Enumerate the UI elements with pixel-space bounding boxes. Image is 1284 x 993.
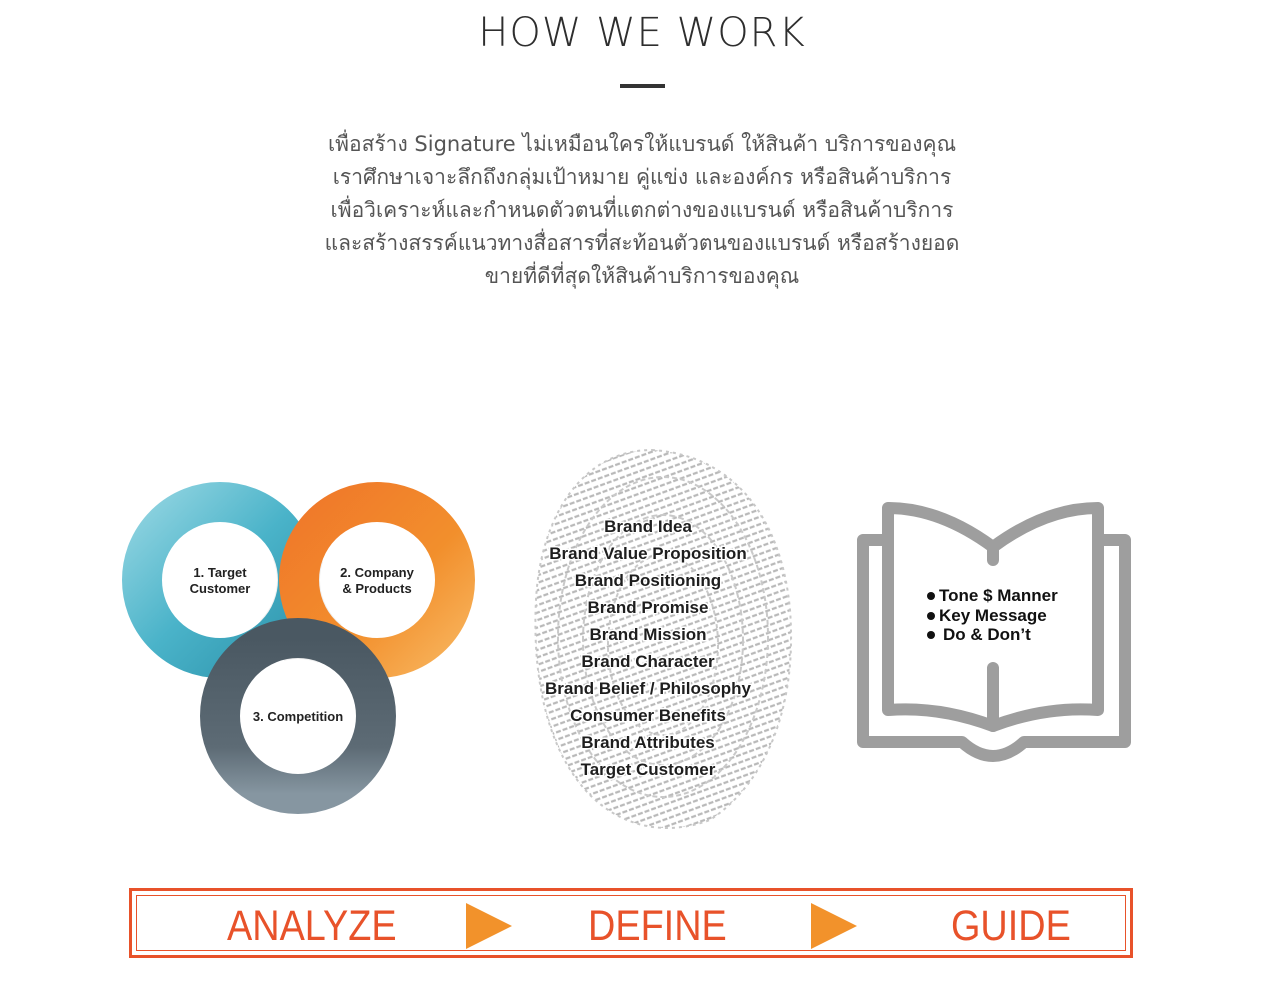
define-item: Brand Belief / Philosophy (545, 679, 751, 698)
guide-item: Do & Don’t (943, 625, 1031, 644)
title-divider (620, 84, 665, 88)
define-item: Brand Value Proposition (549, 544, 746, 563)
define-item: Brand Character (581, 652, 715, 671)
arrow-right-icon (466, 903, 512, 949)
define-item: Brand Attributes (581, 733, 715, 752)
ring-competition (200, 618, 396, 814)
step-guide: GUIDE (951, 902, 1071, 950)
ring-label: 2. Company (340, 565, 414, 580)
define-item: Brand Idea (604, 517, 692, 536)
arrow-right-icon (811, 903, 857, 949)
bullet-dot (927, 592, 935, 600)
define-item: Target Customer (581, 760, 716, 779)
define-item: Brand Mission (589, 625, 706, 644)
analyze-rings: 1. Target Customer 2. Company & Products… (122, 482, 475, 814)
ring-inner-competition (241, 659, 355, 773)
define-item: Consumer Benefits (570, 706, 726, 725)
define-item: Brand Promise (588, 598, 709, 617)
step-define: DEFINE (588, 902, 727, 950)
ring-company-products (279, 482, 475, 678)
guide-item: Key Message (939, 606, 1047, 625)
ring-label: 1. Target (193, 565, 247, 580)
ring-inner-company (320, 523, 434, 637)
define-item: Brand Positioning (575, 571, 721, 590)
guide-item: Tone $ Manner (939, 586, 1058, 605)
intro-paragraph: เพื่อสร้าง Signature ไม่เหมือนใครให้แบรน… (250, 128, 1034, 293)
bullet-dot (927, 631, 935, 639)
intro-line: เพื่อสร้าง Signature ไม่เหมือนใครให้แบรน… (327, 132, 957, 156)
intro-line: ขายที่ดีที่สุดให้สินค้าบริการของคุณ (484, 264, 800, 288)
guide-list: Tone $ Manner Key Message Do & Don’t (927, 586, 1058, 644)
process-banner-inner (136, 895, 1126, 951)
intro-line: และสร้างสรรค์แนวทางสื่อสารที่สะท้อนตัวตน… (324, 231, 960, 255)
step-analyze: ANALYZE (227, 902, 397, 950)
ring-label: Customer (190, 581, 251, 596)
bullet-dot (927, 612, 935, 620)
page-title: HOW WE WORK (478, 10, 806, 56)
book-icon (857, 502, 1131, 762)
process-banner: ANALYZE DEFINE GUIDE (129, 888, 1133, 958)
ring-inner-target (163, 523, 277, 637)
intro-line: เราศึกษาเจาะลึกถึงกลุ่มเป้าหมาย คู่แข่ง … (332, 165, 952, 189)
ring-label: 3. Competition (253, 709, 343, 724)
intro-line: เพื่อวิเคราะห์และกำหนดตัวตนที่แตกต่างของ… (330, 198, 954, 222)
fingerprint-graphic (534, 448, 793, 829)
ring-label: & Products (342, 581, 411, 596)
define-list: Brand Idea Brand Value Proposition Brand… (544, 516, 753, 781)
